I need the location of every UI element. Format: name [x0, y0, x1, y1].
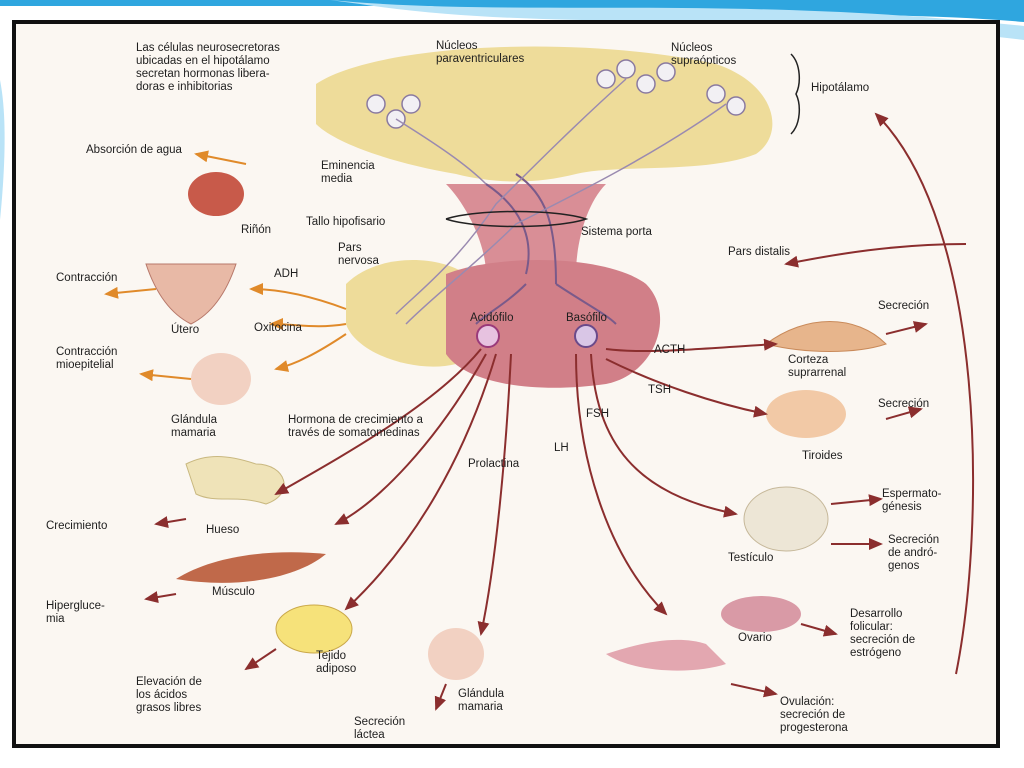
uterus-label: Útero: [171, 324, 200, 336]
mammary-drawing-1: [191, 353, 251, 405]
adrenal-drawing: [764, 321, 887, 352]
testis-drawing: [743, 486, 829, 552]
adrenal-cortex-label: Corteza suprarrenal: [788, 354, 847, 379]
ovulation-label: Ovulación: secreción de progesterona: [780, 696, 848, 734]
fatty-acids-label: Elevación de los ácidos grasos libres: [136, 676, 202, 714]
adipose-label: Tejido adiposo: [316, 650, 357, 675]
kidney-drawing: [188, 172, 244, 216]
basophil-label: Basófilo: [566, 312, 607, 324]
portal-system-label: Sistema porta: [581, 226, 652, 238]
fsh-label: FSH: [586, 408, 609, 420]
secretion-label-1: Secreción: [878, 300, 930, 312]
uterus-drawing: [145, 263, 237, 325]
basophil-cell: [574, 324, 598, 348]
muscle-label: Músculo: [212, 586, 255, 598]
growth-hormone-label: Hormona de crecimiento a través de somat…: [288, 414, 423, 439]
myoepithelial-label: Contracción mioepitelial: [56, 346, 118, 371]
testis-label: Testículo: [728, 552, 774, 564]
mammary-gland-label-2: Glándula mamaria: [458, 688, 505, 713]
oxytocin-label: Oxitocina: [254, 322, 302, 334]
kidney-label: Riñón: [241, 224, 272, 236]
ovary-label: Ovario: [738, 632, 772, 644]
pars-nervosa-label: Pars nervosa: [338, 242, 379, 267]
acidophil-cell: [476, 324, 500, 348]
bone-label: Hueso: [206, 524, 240, 536]
growth-label: Crecimiento: [46, 520, 108, 532]
milk-secretion-label: Secreción láctea: [354, 716, 406, 741]
anterior-pituitary-shape: [446, 260, 661, 388]
pars-distalis-label: Pars distalis: [728, 246, 790, 258]
thyroid-label: Tiroides: [802, 450, 843, 462]
water-absorption-label: Absorción de agua: [86, 144, 182, 156]
tsh-label: TSH: [648, 384, 671, 396]
acidophil-label: Acidófilo: [470, 312, 514, 324]
supraoptic-label: Núcleos supraópticos: [671, 42, 737, 67]
follicular-label: Desarrollo folicular: secreción de estró…: [850, 608, 916, 659]
muscle-drawing: [176, 552, 326, 583]
secretion-label-2: Secreción: [878, 398, 930, 410]
median-eminence-label: Eminencia media: [321, 160, 375, 185]
lh-label: LH: [554, 442, 569, 454]
androgen-secretion-label: Secreción de andró- genos: [888, 534, 940, 572]
contraction-label: Contracción: [56, 272, 118, 284]
ovary-drawing: [721, 596, 801, 632]
bone-drawing: [185, 456, 285, 505]
diagram-frame: Las células neurosecretoras ubicadas en …: [12, 20, 1000, 748]
adh-label: ADH: [274, 268, 299, 280]
mammary-drawing-2: [428, 628, 484, 680]
mammary-gland-label-1: Glándula mamaria: [171, 414, 218, 439]
pituitary-diagram-art: [104, 46, 975, 711]
fallopian-drawing: [606, 639, 726, 671]
hyperglycemia-label: Hipergluce- mia: [46, 600, 105, 625]
thyroid-drawing: [766, 390, 846, 438]
stalk-label: Tallo hipofisario: [306, 216, 386, 228]
hypothalamus-label: Hipotálamo: [811, 82, 870, 94]
acth-label: ACTH: [654, 344, 686, 356]
adipose-drawing: [275, 604, 353, 654]
paraventricular-label: Núcleos paraventriculares: [436, 40, 525, 65]
neurosecretory-label: Las células neurosecretoras ubicadas en …: [136, 42, 280, 93]
prolactin-label: Prolactina: [468, 458, 520, 470]
spermatogenesis-label: Espermato- génesis: [882, 488, 942, 513]
